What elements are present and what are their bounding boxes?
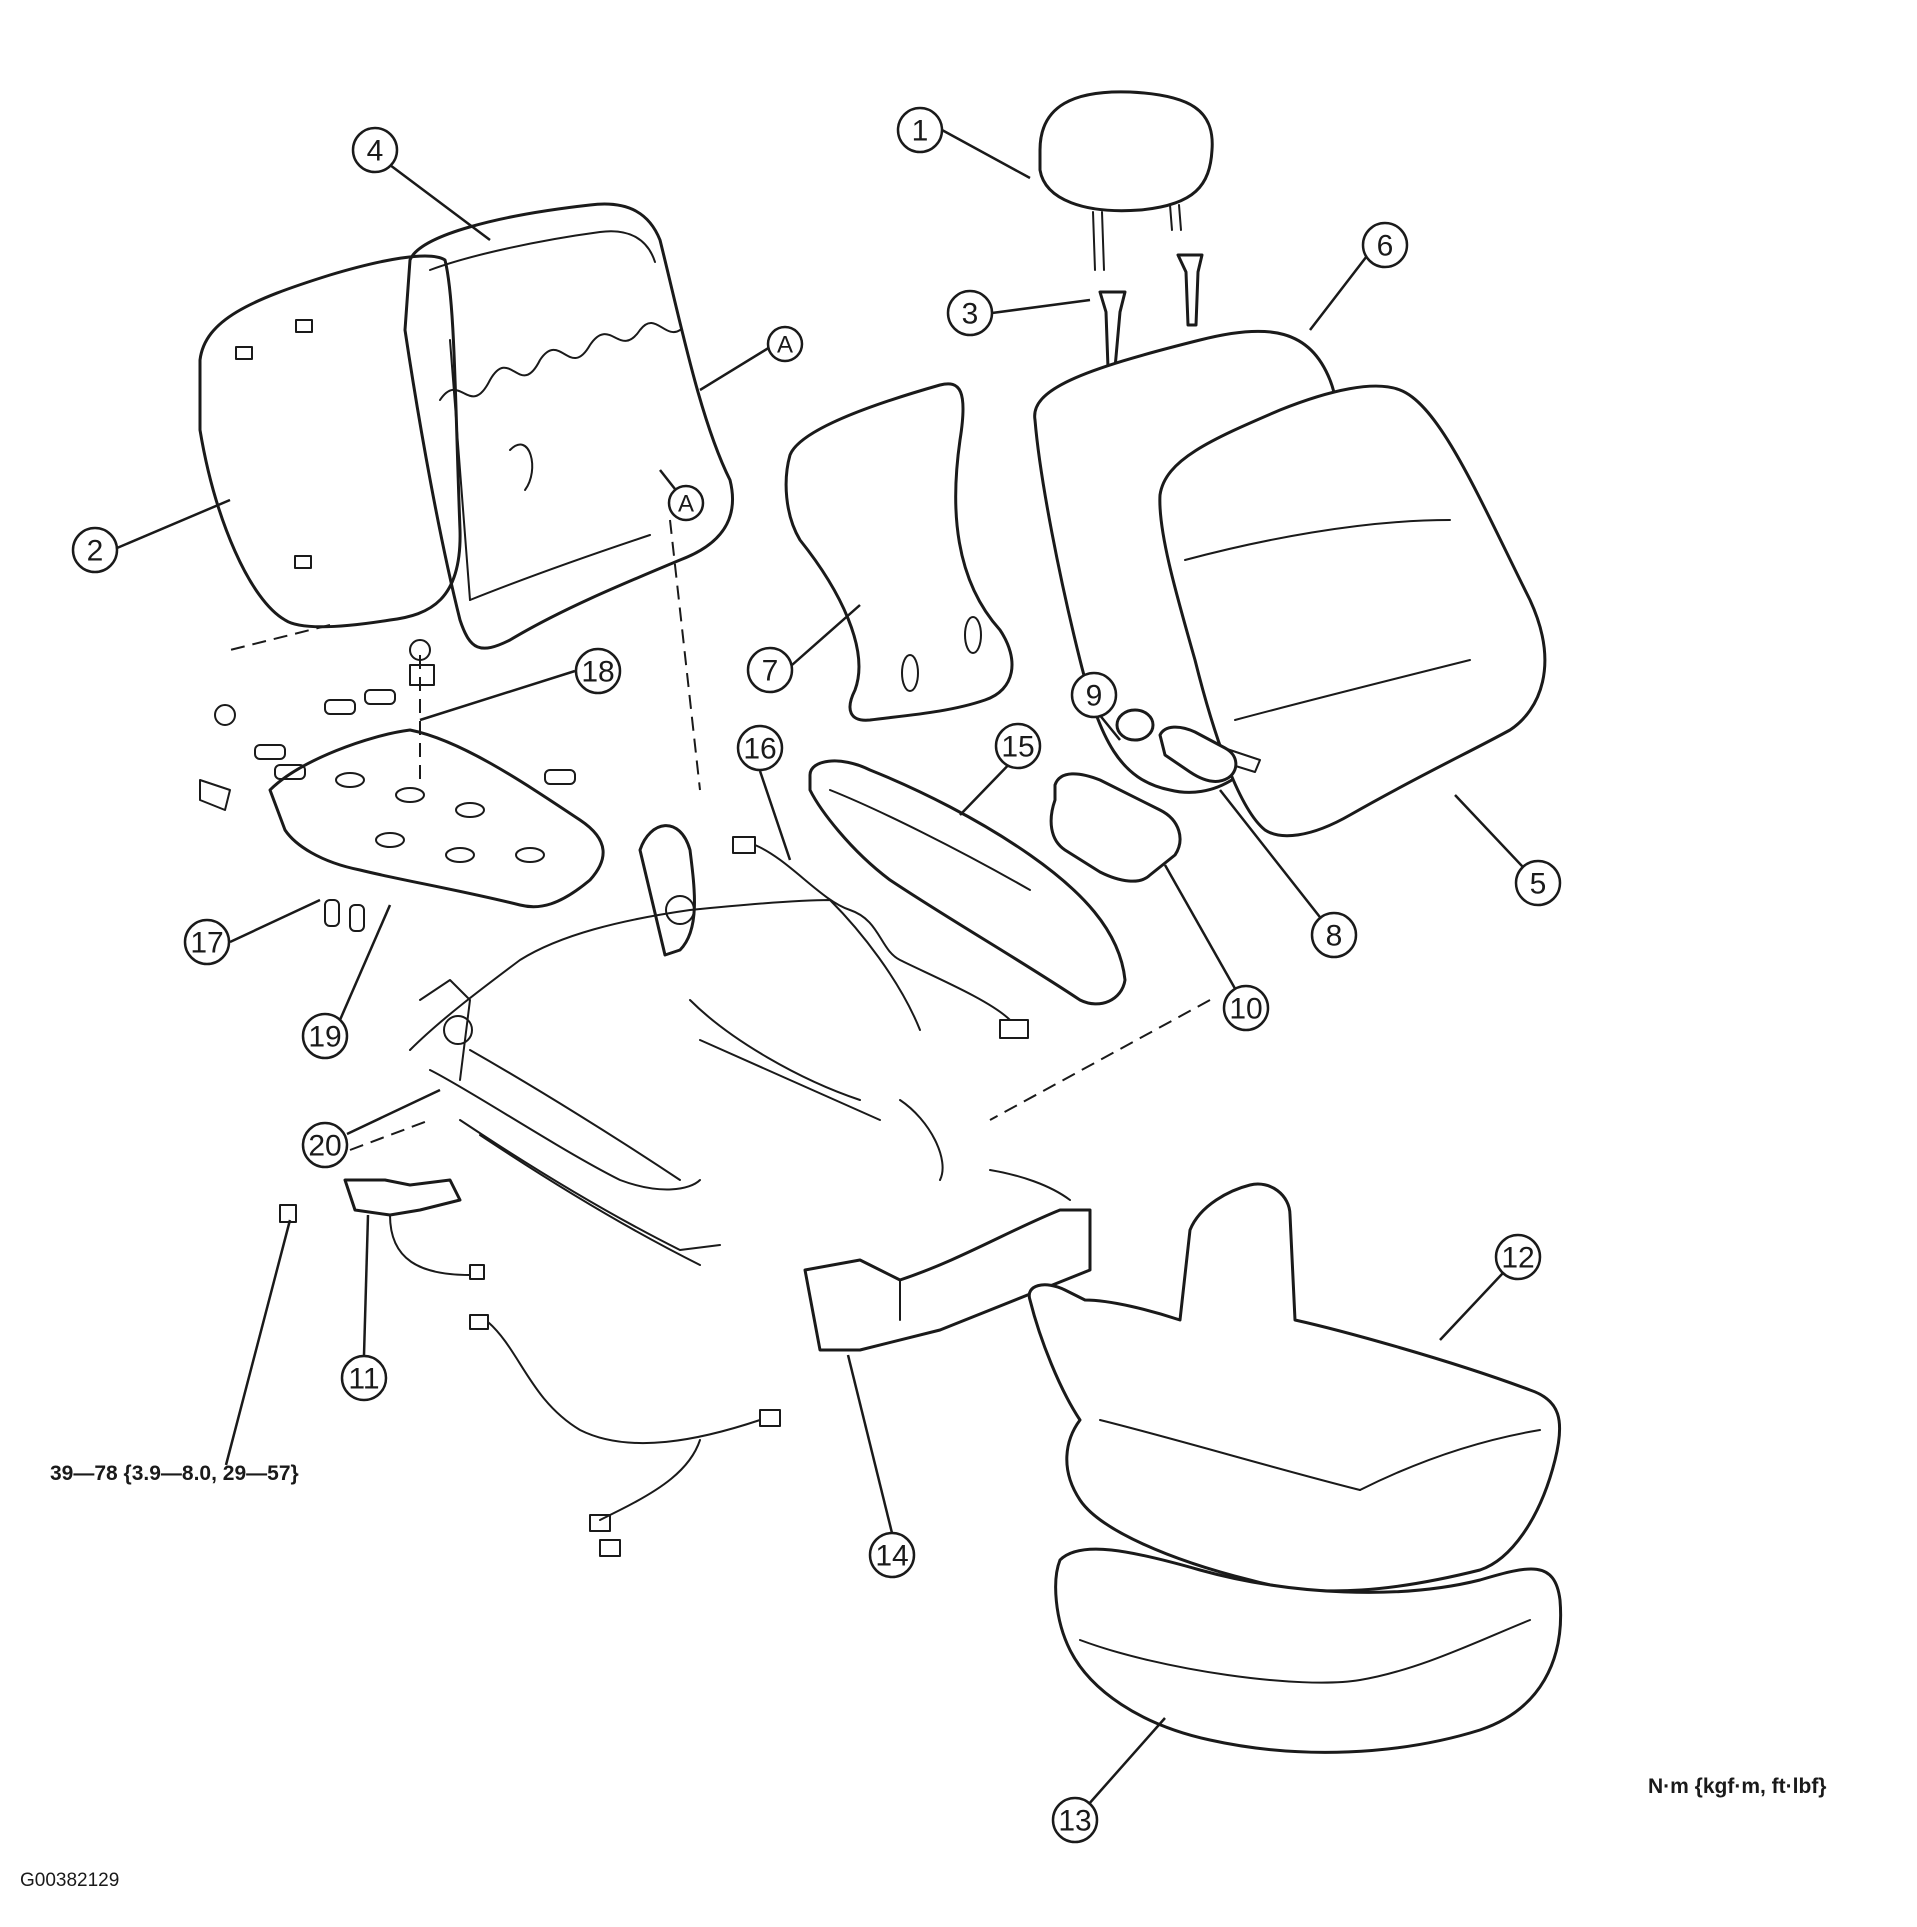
callout-6: 6 [1361,221,1409,269]
seat-cushion-pad [1054,1547,1563,1754]
callout-13: 13 [1051,1796,1099,1844]
seat-belt-buckle [279,1178,485,1280]
svg-text:5: 5 [1530,868,1547,901]
reference-mark-a-lower: A [667,484,705,522]
callout-7: 7 [746,646,794,694]
seat-track-frame [409,824,944,1266]
callout-3: 3 [946,289,994,337]
svg-text:6: 6 [1377,230,1394,263]
seat-cushion-cover [1027,1182,1562,1593]
callout-1: 1 [896,106,944,154]
wire-harness-lower [469,1314,781,1557]
callout-4: 4 [351,126,399,174]
callout-5: 5 [1514,859,1562,907]
figure-id: G00382129 [20,1870,119,1891]
callout-19: 19 [301,1012,349,1060]
callout-9: 9 [1070,671,1118,719]
svg-text:1: 1 [912,115,929,148]
back-panel [198,254,462,629]
power-seat-switch [1158,725,1238,783]
callout-16: 16 [736,724,784,772]
svg-text:15: 15 [1001,731,1034,764]
callout-15: 15 [994,722,1042,770]
headrest [1038,90,1214,271]
svg-text:16: 16 [743,733,776,766]
svg-text:20: 20 [308,1130,341,1163]
svg-text:A: A [777,332,793,359]
units-note: N·m {kgf·m, ft·lbf} [1648,1775,1826,1798]
back-board [784,382,1014,722]
wire-harness-16 [732,836,1029,1039]
alignment-lines [229,519,1211,1151]
seat-pan [268,728,605,909]
svg-text:8: 8 [1326,920,1343,953]
callout-8: 8 [1310,911,1358,959]
svg-text:2: 2 [87,535,104,568]
callout-20: 20 [301,1121,349,1169]
switch-cover [1049,772,1182,883]
svg-text:11: 11 [348,1363,379,1396]
callout-12: 12 [1494,1233,1542,1281]
svg-text:12: 12 [1501,1242,1534,1275]
reference-mark-a-upper: A [766,325,804,363]
callout-18: 18 [574,647,622,695]
slide-rail-cover [803,1169,1092,1352]
svg-text:4: 4 [367,135,384,168]
callout-10: 10 [1222,984,1270,1032]
svg-text:18: 18 [581,656,614,689]
seatback-frame [403,202,735,650]
svg-text:19: 19 [308,1021,341,1054]
side-shield [808,759,1127,1006]
svg-text:9: 9 [1086,680,1103,713]
svg-text:13: 13 [1058,1805,1091,1838]
recline-knob [1115,708,1155,742]
callout-17: 17 [183,918,231,966]
svg-text:3: 3 [962,298,979,331]
headrest-guides [1098,253,1204,370]
torque-spec: 39—78 {3.9—8.0, 29—57} [50,1462,299,1485]
svg-text:14: 14 [875,1540,908,1573]
svg-text:17: 17 [190,927,223,960]
svg-text:10: 10 [1229,993,1262,1026]
seatback-pad [1158,384,1547,838]
callout-2: 2 [71,526,119,574]
callout-11: 11 [340,1354,388,1402]
callout-14: 14 [868,1531,916,1579]
svg-text:7: 7 [762,655,779,688]
svg-text:A: A [678,491,694,518]
